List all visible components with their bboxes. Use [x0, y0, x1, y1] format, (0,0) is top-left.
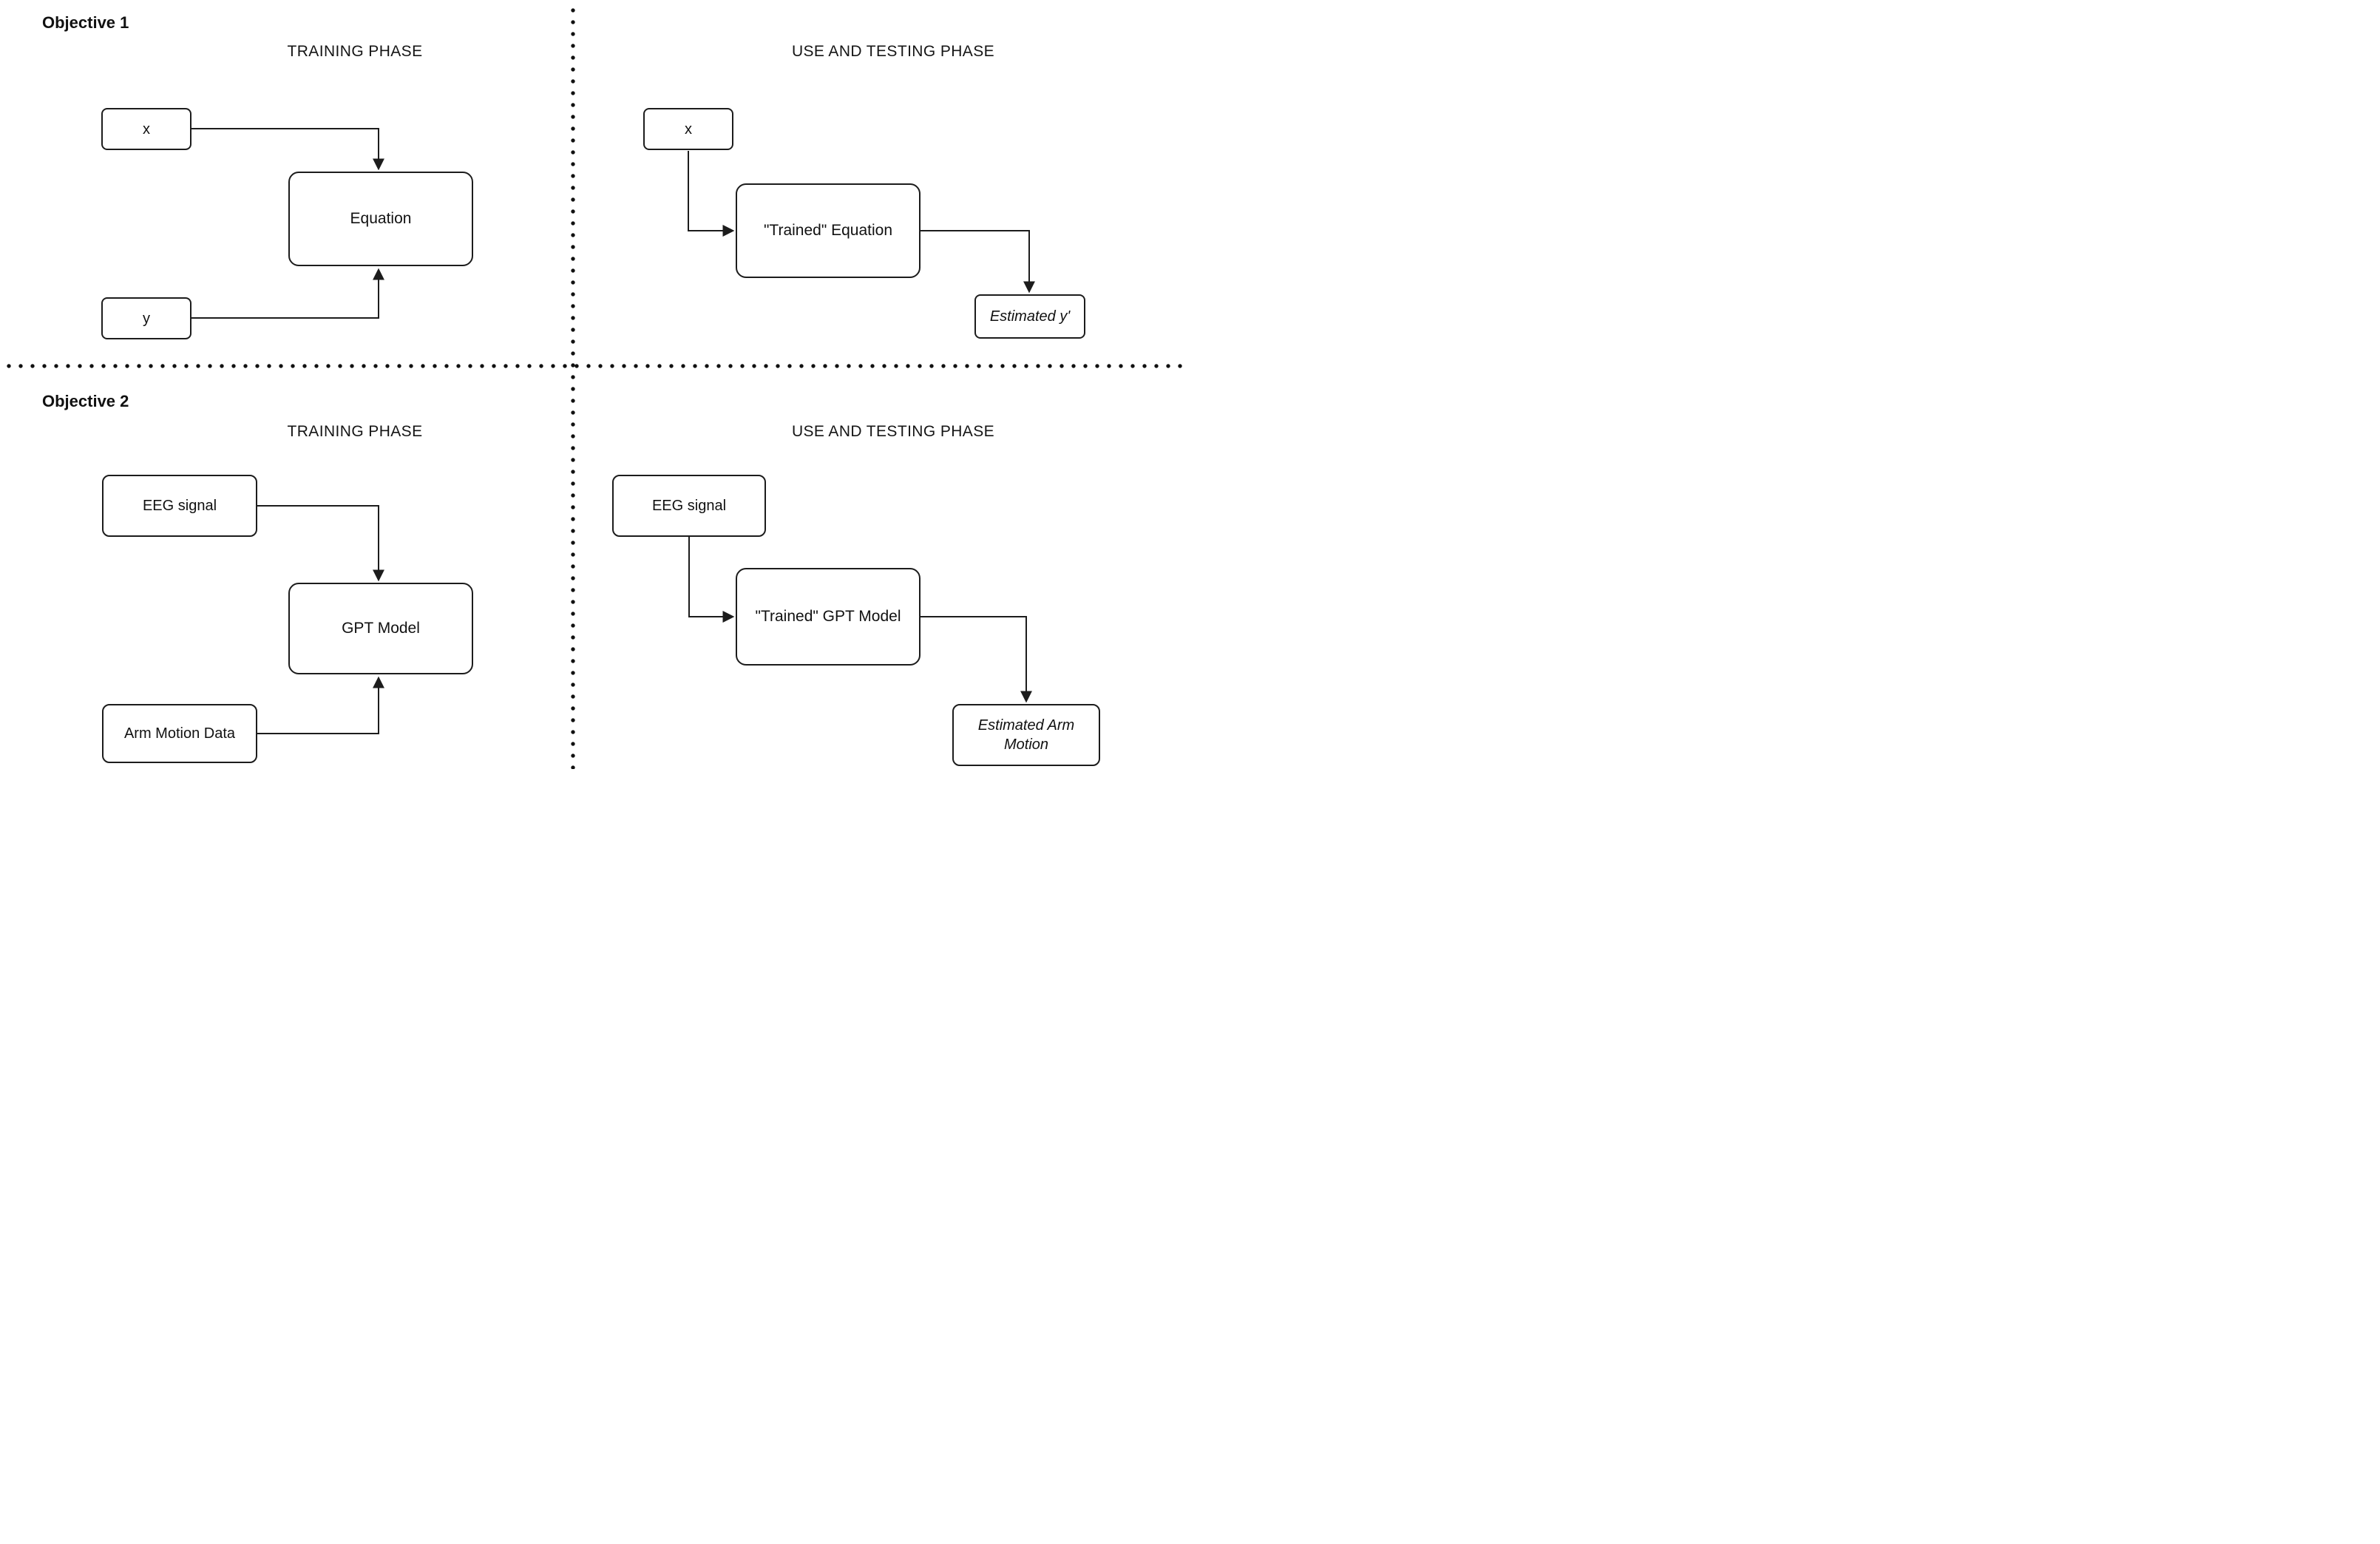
node-arm-motion-data: Arm Motion Data	[102, 704, 257, 763]
objective2-label: Objective 2	[42, 392, 129, 410]
node-trained-equation: "Trained" Equation	[736, 183, 921, 278]
node-y-input: y	[101, 297, 191, 339]
objective2-training-title: TRAINING PHASE	[287, 423, 423, 440]
connector-x-to-equation	[191, 128, 384, 171]
connector-eeg-to-trained-gpt	[688, 537, 735, 623]
node-x-input: x	[101, 108, 191, 150]
node-x-test-input: x	[643, 108, 733, 150]
vertical-dotted-divider	[571, 4, 575, 769]
connector-eeg-to-gpt	[257, 505, 384, 582]
node-trained-gpt-model: "Trained" GPT Model	[736, 568, 921, 666]
node-estimated-y: Estimated y'	[974, 294, 1085, 339]
connector-arm-to-gpt	[257, 676, 384, 734]
objective1-training-title: TRAINING PHASE	[287, 43, 423, 60]
connector-trained-gpt-to-estimated-arm	[921, 616, 1032, 703]
objective1-label: Objective 1	[42, 13, 129, 32]
connector-trained-equation-to-estimated-y	[921, 230, 1035, 294]
connector-y-to-equation	[191, 268, 384, 319]
node-gpt-model: GPT Model	[288, 583, 473, 674]
connector-x-to-trained-equation	[688, 151, 735, 237]
node-estimated-arm-motion: Estimated Arm Motion	[952, 704, 1100, 766]
diagram-canvas: Objective 1 TRAINING PHASE USE AND TESTI…	[0, 0, 1190, 772]
node-eeg-signal-testing: EEG signal	[612, 475, 766, 537]
node-equation: Equation	[288, 172, 473, 266]
objective1-testing-title: USE AND TESTING PHASE	[791, 43, 995, 60]
node-eeg-signal-training: EEG signal	[102, 475, 257, 537]
objective2-testing-title: USE AND TESTING PHASE	[791, 423, 995, 440]
horizontal-dotted-divider	[3, 364, 1187, 368]
